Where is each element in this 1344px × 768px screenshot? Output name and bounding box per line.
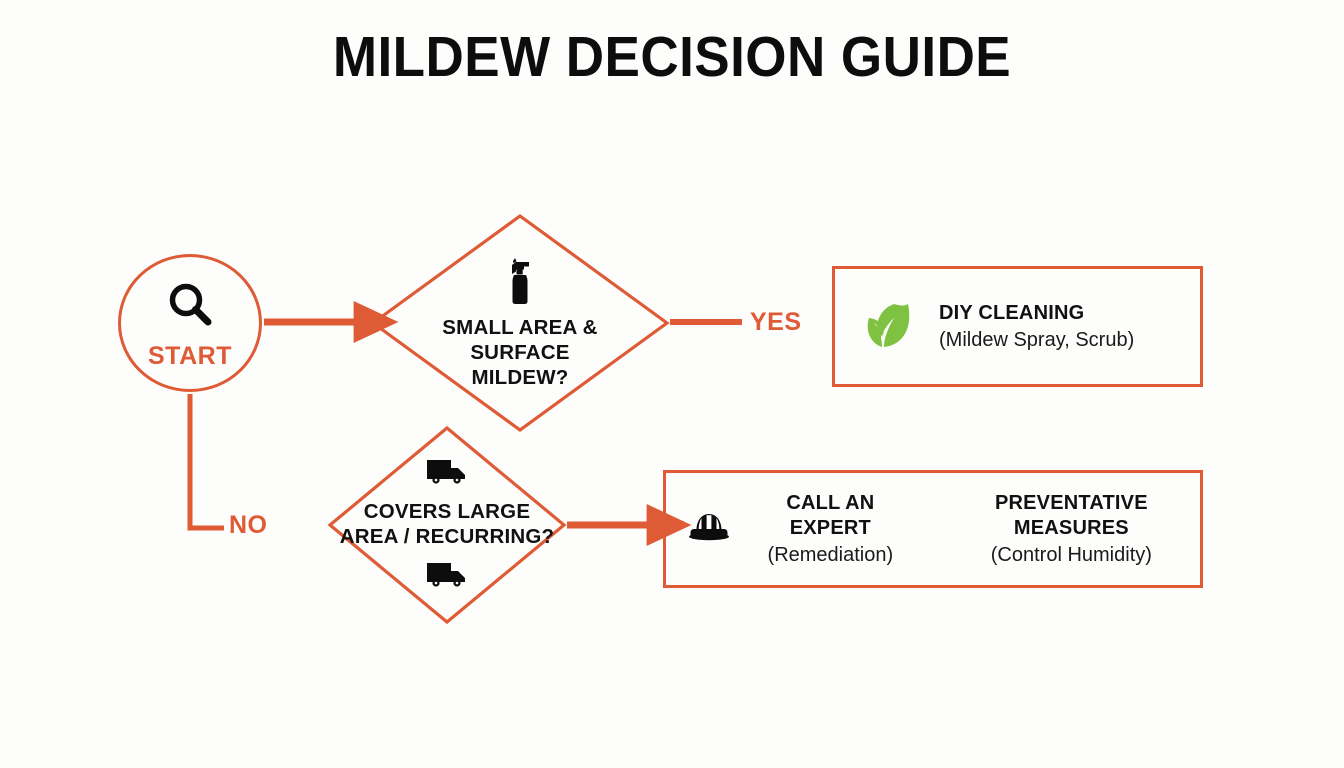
hard-hat-icon xyxy=(684,508,734,550)
outcome-text-preventative: PREVENTATIVE MEASURES (Control Humidity) xyxy=(943,491,1200,568)
outcome-text-diy: DIY CLEANING (Mildew Spray, Scrub) xyxy=(939,301,1134,353)
start-label: START xyxy=(148,342,232,370)
decision-large-area-text: COVERS LARGE AREA / RECURRING? xyxy=(340,499,554,549)
node-decision-small-area[interactable]: SMALL AREA & SURFACE MILDEW? xyxy=(370,213,670,433)
decision-line: MILDEW? xyxy=(471,366,569,389)
magnifier-icon xyxy=(162,277,218,338)
delivery-van-icon xyxy=(425,559,469,594)
spray-bottle-icon xyxy=(503,256,537,311)
delivery-van-icon xyxy=(425,456,469,491)
node-decision-large-area[interactable]: COVERS LARGE AREA / RECURRING? xyxy=(327,425,567,625)
outcome-box-expert-and-prevention[interactable]: CALL AN EXPERT (Remediation) PREVENTATIV… xyxy=(663,470,1203,588)
edge-label-no: NO xyxy=(229,511,268,539)
edge-start-to-no xyxy=(187,394,224,531)
decision-line: SMALL AREA & xyxy=(442,316,598,339)
outcome-title: DIY CLEANING xyxy=(939,301,1085,324)
outcome-subtitle: (Control Humidity) xyxy=(990,543,1152,566)
decision-small-area-text: SMALL AREA & SURFACE MILDEW? xyxy=(442,315,597,390)
edge-label-yes: YES xyxy=(750,308,802,336)
diamond-outline xyxy=(370,214,670,432)
decision-line: COVERS LARGE xyxy=(363,500,531,523)
decision-line: SURFACE xyxy=(470,341,570,364)
outcome-text-call-expert: CALL AN EXPERT (Remediation) xyxy=(748,491,913,568)
leaf-icon xyxy=(863,301,921,353)
outcome-subtitle: (Mildew Spray, Scrub) xyxy=(939,328,1135,351)
node-start[interactable]: START xyxy=(118,254,262,392)
page-title: MILDEW DECISION GUIDE xyxy=(332,25,1012,89)
outcome-title: CALL AN EXPERT xyxy=(786,491,875,539)
diamond-outline xyxy=(327,425,567,625)
outcome-box-diy-cleaning[interactable]: DIY CLEANING (Mildew Spray, Scrub) xyxy=(832,266,1203,387)
outcome-subtitle: (Remediation) xyxy=(767,543,894,566)
outcome-title: PREVENTATIVE MEASURES xyxy=(994,491,1148,539)
decision-line: AREA / RECURRING? xyxy=(339,525,555,548)
